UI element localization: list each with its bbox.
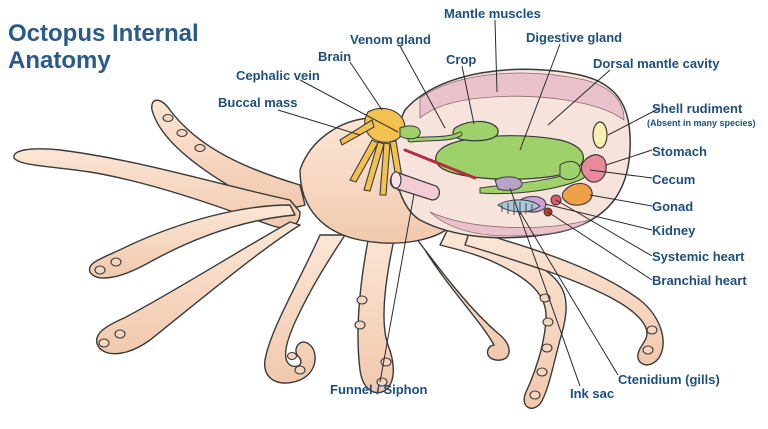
ink-sac-shape bbox=[494, 176, 523, 191]
label-mantle-muscles: Mantle muscles bbox=[444, 6, 541, 21]
tentacle-left-lower bbox=[88, 204, 296, 279]
ctenidium-shape bbox=[497, 199, 541, 215]
label-ctenidium: Ctenidium (gills) bbox=[618, 372, 720, 387]
label-cephalic-vein: Cephalic vein bbox=[236, 68, 320, 83]
cephalic-vein-shape bbox=[403, 148, 477, 180]
esophagus-fill bbox=[408, 132, 462, 142]
label-systemic-heart: Systemic heart bbox=[652, 249, 745, 264]
label-shell-rudiment: Shell rudiment bbox=[652, 101, 743, 116]
tentacle-center bbox=[357, 229, 396, 394]
stomach-shape bbox=[580, 154, 607, 183]
label-buccal-mass: Buccal mass bbox=[218, 95, 298, 110]
tentacle-right-curl bbox=[439, 224, 567, 409]
tentacle-left-long bbox=[13, 148, 301, 229]
label-venom-gland: Venom gland bbox=[350, 32, 431, 47]
label-cecum: Cecum bbox=[652, 172, 696, 187]
tentacle-mid-left bbox=[264, 234, 346, 384]
label-kidney: Kidney bbox=[652, 223, 696, 238]
shell-rudiment-shape bbox=[592, 121, 608, 149]
tentacle-suckers bbox=[94, 113, 658, 400]
label-crop: Crop bbox=[446, 52, 477, 67]
label-gonad: Gonad bbox=[652, 199, 694, 214]
tentacle-mid-right bbox=[409, 229, 510, 361]
funnel-opening bbox=[390, 171, 402, 189]
gonad-shape bbox=[561, 182, 593, 206]
venom-gland-shape bbox=[399, 125, 421, 140]
mantle-muscle-layer bbox=[419, 72, 625, 121]
cecum-shape bbox=[559, 161, 581, 180]
tentacle-left-curl bbox=[95, 221, 301, 355]
label-shell-rudiment-note: (Absent in many species) bbox=[647, 118, 756, 128]
label-funnel-siphon: Funnel / Siphon bbox=[330, 382, 428, 397]
mantle-muscle-lower bbox=[429, 211, 591, 237]
label-stomach: Stomach bbox=[652, 144, 707, 159]
label-digestive-gland: Digestive gland bbox=[526, 30, 623, 45]
label-ink-sac: Ink sac bbox=[570, 386, 615, 401]
diagram-title: Octopus Internal Anatomy bbox=[8, 20, 199, 74]
label-dorsal-mantle-cavity: Dorsal mantle cavity bbox=[593, 56, 720, 71]
label-branchial-heart: Branchial heart bbox=[652, 273, 747, 288]
label-brain: Brain bbox=[318, 49, 352, 64]
leader-lines bbox=[277, 19, 661, 387]
